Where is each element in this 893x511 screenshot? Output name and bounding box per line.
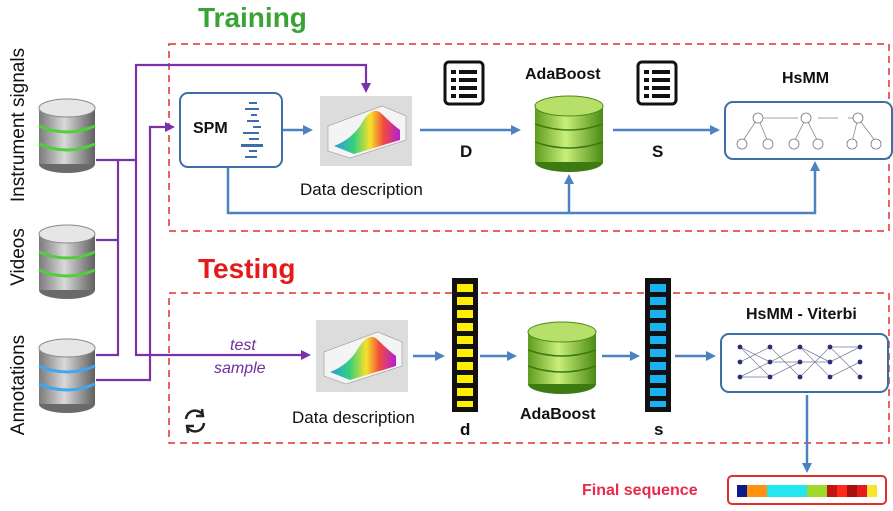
- hsmm-viterbi-box: [720, 333, 889, 393]
- sequence-segment: [827, 485, 837, 497]
- data-description-label-testing: Data description: [292, 408, 415, 427]
- list-icon: [443, 60, 485, 106]
- sequence-segment: [817, 485, 827, 497]
- test-label: test: [230, 337, 256, 354]
- training-frame: [168, 43, 890, 232]
- output-symbol-s: s: [654, 420, 664, 439]
- testing-title: Testing: [198, 253, 296, 284]
- database-icon: [38, 338, 96, 413]
- list-icon: [636, 60, 678, 106]
- sequence-segment: [777, 485, 787, 497]
- source-label-videos: Videos: [8, 228, 29, 286]
- feature-symbol-D: D: [460, 142, 473, 161]
- hsmm-box: [724, 101, 893, 160]
- sequence-segment: [757, 485, 767, 497]
- sequence-segment: [867, 485, 877, 497]
- adaboost-stack-icon: [534, 95, 604, 172]
- sequence-segment: [847, 485, 857, 497]
- training-title: Training: [198, 2, 307, 33]
- feature-symbol-d: d: [460, 420, 471, 439]
- adaboost-stack-icon: [527, 321, 597, 394]
- data-description-label-training: Data description: [300, 180, 423, 199]
- hsmm-viterbi-label: HsMM - Viterbi: [746, 306, 857, 323]
- hsmm-label: HsMM: [782, 70, 830, 87]
- database-icon: [38, 98, 96, 173]
- sequence-segment: [737, 485, 747, 497]
- output-symbol-S: S: [652, 142, 664, 161]
- adaboost-label-testing: AdaBoost: [520, 406, 596, 423]
- database-icon: [38, 224, 96, 299]
- final-sequence-label: Final sequence: [582, 482, 698, 499]
- blue-arrows: [226, 125, 820, 473]
- sequence-segment: [797, 485, 807, 497]
- adaboost-label-training: AdaBoost: [525, 66, 601, 83]
- sequence-segment: [807, 485, 817, 497]
- sequence-segment: [857, 485, 867, 497]
- spm-box: SPM: [179, 92, 283, 168]
- testing-frame: [168, 292, 890, 444]
- refresh-icon: [184, 408, 206, 434]
- output-vector-s: [645, 278, 671, 412]
- surface-plot-icon: [320, 96, 412, 166]
- viterbi-trellis-icon: [737, 344, 863, 380]
- purple-routing: [96, 63, 371, 382]
- hsmm-graph-icon: [736, 112, 882, 150]
- source-label-annotations: Annotations: [8, 334, 29, 436]
- sequence-segment: [767, 485, 777, 497]
- sequence-segment: [787, 485, 797, 497]
- spm-label: SPM: [193, 120, 228, 137]
- surface-plot-icon: [316, 320, 408, 392]
- sequence-segment: [837, 485, 847, 497]
- sequence-segment: [747, 485, 757, 497]
- final-sequence-frame: [727, 475, 887, 505]
- final-sequence-bar: [737, 485, 877, 497]
- spm-tree-icon: [241, 102, 263, 158]
- source-label-instrument-signals: Instrument signals: [8, 47, 29, 203]
- feature-vector-d: [452, 278, 478, 412]
- sample-label: sample: [214, 360, 266, 377]
